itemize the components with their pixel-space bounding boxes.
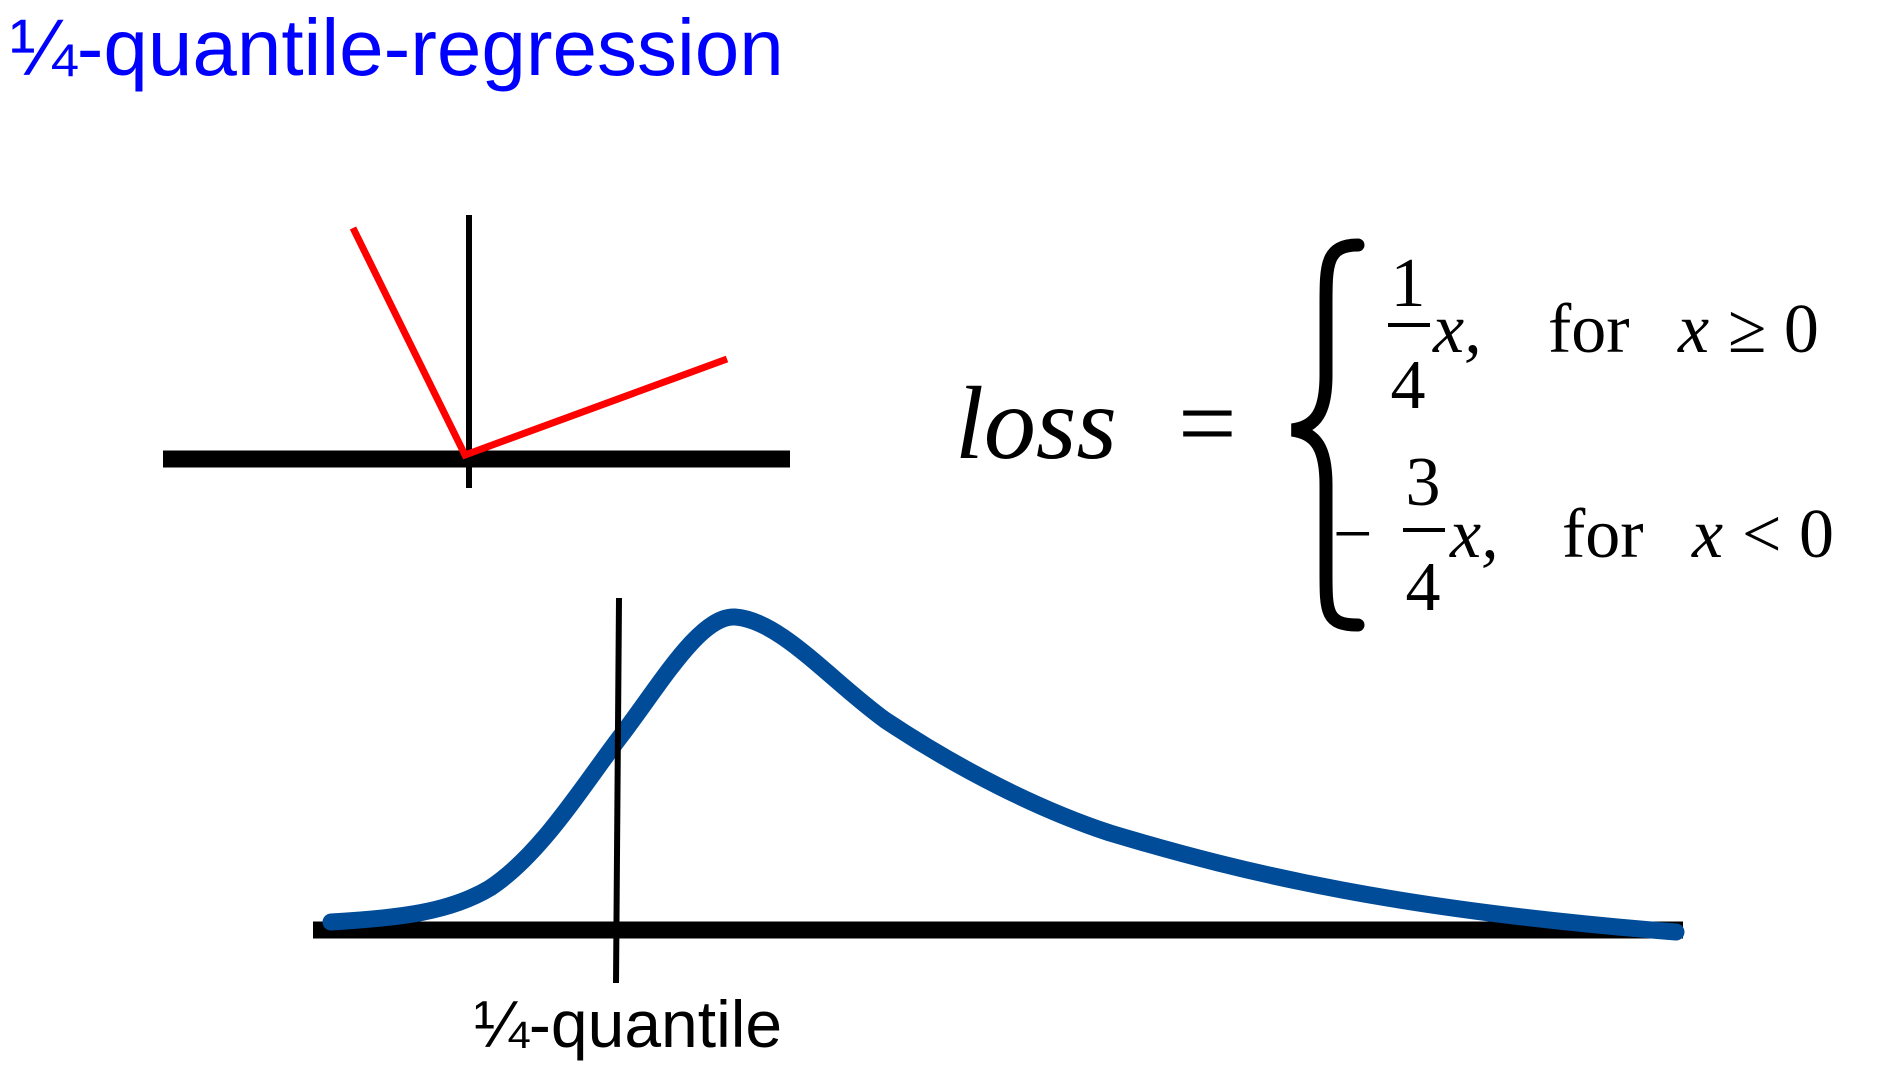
case1-denominator: 4 — [1391, 347, 1426, 424]
case2-condition: < 0 — [1742, 496, 1834, 573]
distribution-sketch: ¼-quantile — [313, 597, 1685, 1061]
equals-sign: = — [1178, 366, 1237, 481]
quantile-marker-line — [613, 597, 622, 984]
loss-lhs: loss — [955, 366, 1117, 481]
case1-for: for — [1548, 291, 1630, 368]
case1-variable: x, — [1432, 291, 1482, 368]
case1-condition: ≥ 0 — [1728, 291, 1819, 368]
distribution-curve — [322, 608, 1685, 941]
case2-condition-var: x — [1691, 496, 1723, 573]
case-negative: − 3 4 x, for x < 0 — [1333, 444, 1834, 626]
case1-numerator: 1 — [1391, 245, 1426, 322]
left-brace — [1290, 238, 1365, 632]
pinball-loss-curve — [349, 226, 729, 460]
case2-numerator: 3 — [1406, 444, 1441, 521]
case2-for: for — [1562, 496, 1644, 573]
case2-denominator: 4 — [1406, 549, 1441, 626]
case-nonnegative: 1 4 x, for x ≥ 0 — [1388, 245, 1819, 424]
quantile-marker-label: ¼-quantile — [474, 987, 782, 1061]
case2-sign: − — [1333, 496, 1372, 573]
case1-condition-var: x — [1677, 291, 1709, 368]
case2-variable: x, — [1449, 496, 1499, 573]
page-title: ¼-quantile-regression — [10, 3, 784, 92]
loss-formula: loss = 1 4 x, for x ≥ 0 − 3 4 x, for x <… — [955, 238, 1834, 632]
loss-sketch — [163, 215, 790, 488]
